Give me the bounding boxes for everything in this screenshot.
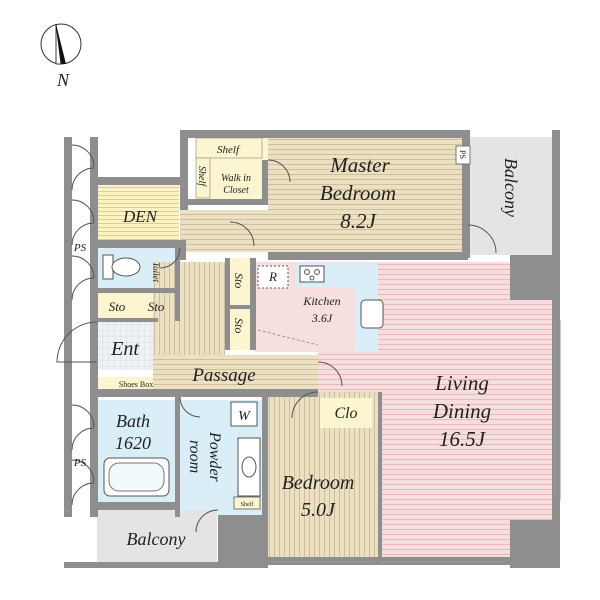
closet-label: Closet bbox=[223, 185, 249, 196]
shelf-powder-label: Shelf bbox=[241, 501, 254, 508]
balcony-south-floor bbox=[97, 510, 217, 567]
compass-needle-icon bbox=[56, 24, 66, 64]
passage-label: Passage bbox=[191, 365, 255, 386]
bedroom-label: Bedroom bbox=[282, 472, 355, 494]
balcony-south-label: Balcony bbox=[127, 529, 186, 549]
balcony-east-floor bbox=[470, 137, 552, 255]
kitchen-label: Kitchen bbox=[302, 294, 340, 308]
sto-label-1: Sto bbox=[109, 299, 126, 314]
north-compass: N bbox=[40, 23, 82, 90]
powder-label: Powder bbox=[206, 431, 223, 483]
shoes-box-label: Shoes Box bbox=[119, 380, 153, 389]
bath-label: Bath bbox=[116, 411, 150, 431]
balcony-east-label: Balcony bbox=[501, 158, 521, 217]
bedroom-size: 5.0J bbox=[301, 499, 336, 521]
sto-label-3: Sto bbox=[232, 273, 246, 288]
washbasin-icon bbox=[237, 437, 261, 497]
master-bedroom-label-2: Bedroom bbox=[320, 181, 396, 205]
den-floor bbox=[97, 185, 179, 240]
walls bbox=[64, 130, 560, 568]
shelf-side-label: Shelf bbox=[196, 166, 207, 187]
sto-label-2: Sto bbox=[148, 299, 165, 314]
sto-label-4: Sto bbox=[232, 318, 246, 333]
shelf-top-label: Shelf bbox=[217, 144, 241, 156]
toilet-label: Toilet bbox=[151, 262, 161, 283]
toilet-icon bbox=[102, 254, 141, 280]
master-bedroom-floor bbox=[268, 137, 466, 252]
den-label: DEN bbox=[122, 207, 159, 226]
fridge-space bbox=[257, 265, 289, 289]
west-closet-doors bbox=[71, 144, 95, 506]
dining-label: Dining bbox=[432, 399, 491, 423]
living-dining-floor bbox=[378, 262, 553, 557]
bathtub-icon bbox=[103, 457, 170, 497]
interior-doors bbox=[159, 159, 497, 533]
master-bedroom-label: Master bbox=[329, 153, 390, 177]
windows bbox=[272, 320, 561, 563]
living-label: Living bbox=[434, 371, 489, 395]
bath-size: 1620 bbox=[115, 433, 151, 453]
entrance-door-icon bbox=[56, 321, 98, 363]
kitchen-size: 3.6J bbox=[311, 311, 333, 325]
living-dining-size: 16.5J bbox=[439, 427, 487, 451]
closet-floor bbox=[320, 398, 372, 428]
washer-label: W bbox=[238, 409, 251, 424]
ps-label-1: PS bbox=[73, 242, 87, 254]
washer-space bbox=[230, 401, 258, 427]
entrance-label: Ent bbox=[110, 338, 139, 360]
walk-in-label: Walk in bbox=[221, 173, 251, 184]
clo-label: Clo bbox=[334, 405, 357, 422]
ps-label-2: PS bbox=[73, 457, 87, 469]
ps-label-3: PS bbox=[458, 150, 467, 159]
powder-room-label: room bbox=[186, 440, 203, 473]
compass-label: N bbox=[56, 70, 70, 90]
master-bedroom-size: 8.2J bbox=[340, 209, 377, 233]
kitchen-fixtures bbox=[257, 265, 384, 346]
fridge-label: R bbox=[268, 269, 277, 284]
sink-icon bbox=[360, 299, 384, 329]
entrance-floor bbox=[97, 322, 153, 370]
